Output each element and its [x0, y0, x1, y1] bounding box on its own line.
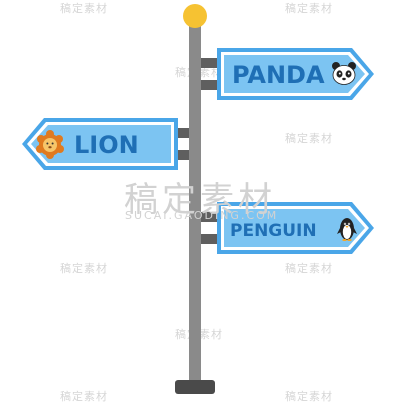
sign-lion: LION: [22, 118, 178, 170]
watermark-tile: 稿定素材: [60, 2, 108, 15]
bracket: [201, 212, 217, 222]
sign-lion-label: LION: [74, 131, 139, 159]
sign-penguin-label: PENGUIN: [230, 221, 317, 241]
bracket: [173, 150, 189, 160]
watermark-main: 稿定素材: [124, 180, 276, 220]
watermark-tile: 稿定素材: [285, 262, 333, 275]
watermark-tile: 稿定素材: [285, 2, 333, 15]
pole-base: [175, 380, 215, 394]
bracket: [173, 128, 189, 138]
watermark-tile: 稿定素材: [285, 132, 333, 145]
bracket: [201, 234, 217, 244]
bracket: [201, 80, 217, 90]
penguin-icon: [337, 218, 357, 241]
bracket: [201, 58, 217, 68]
sign-fill: [224, 55, 365, 93]
pole: [189, 24, 201, 386]
sign-fill: [224, 209, 365, 247]
watermark-tile: 稿定素材: [60, 262, 108, 275]
sign-panda-label: PANDA: [232, 61, 325, 89]
sign-penguin: PENGUIN: [217, 202, 374, 254]
sign-fill: [31, 125, 171, 163]
lion-icon: [36, 130, 64, 159]
pole-cap: [183, 4, 207, 28]
sign-panda: PANDA: [217, 48, 374, 100]
watermark-sub: SUCAI.GAODING.COM: [125, 209, 279, 222]
panda-icon: [332, 62, 356, 85]
